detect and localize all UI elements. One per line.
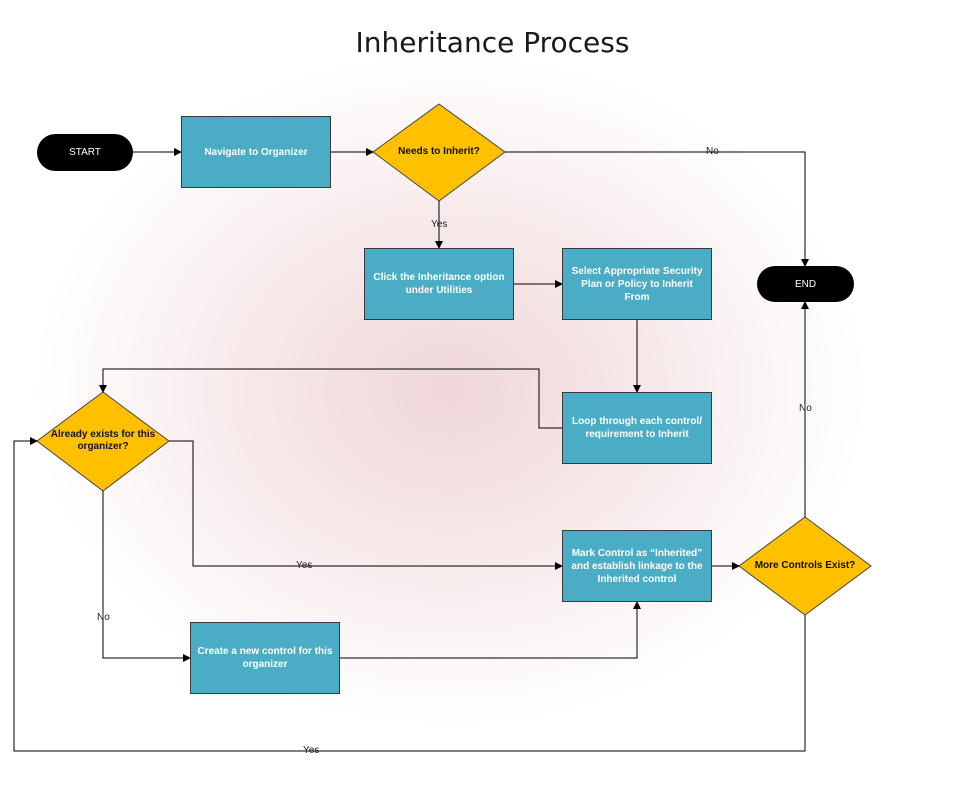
needs-inherit-no-label: No: [706, 146, 719, 157]
edge-more-controls-yes-to-already-exists: [13, 437, 806, 752]
select-security-plan-step: Select Appropriate Security Plan or Poli…: [562, 248, 712, 320]
more-controls-no-label: No: [799, 403, 812, 414]
more-controls-decision-label: More Controls Exist?: [754, 560, 856, 571]
edge-already-exists-no-to-create: [102, 491, 191, 662]
loop-through-controls-step: Loop through each control/ requirement t…: [562, 392, 712, 464]
diagram-title: Inheritance Process: [355, 26, 630, 59]
already-exists-no-label: No: [97, 612, 110, 623]
mark-control-inherited-step: Mark Control as “Inherited” and establis…: [562, 530, 712, 602]
create-new-control-step: Create a new control for this organizer: [190, 622, 340, 694]
more-controls-yes-label: Yes: [303, 745, 320, 756]
edge-loop-to-already-exists: [99, 368, 562, 429]
needs-inherit-decision-label: Needs to Inherit?: [398, 146, 480, 157]
edge-needs-inherit-no-to-end: [505, 151, 809, 267]
end-terminal: END: [757, 266, 854, 302]
click-inheritance-option-step: Click the Inheritance option under Utili…: [364, 248, 514, 320]
needs-inherit-yes-label: Yes: [431, 219, 448, 230]
already-exists-decision-label: Already exists for this organizer?: [50, 429, 156, 452]
navigate-to-organizer-step: Navigate to Organizer: [181, 116, 331, 188]
start-terminal: START: [37, 134, 133, 171]
already-exists-yes-label: Yes: [296, 560, 313, 571]
edge-already-exists-yes-to-mark: [169, 440, 563, 570]
edge-create-to-mark: [340, 601, 641, 659]
